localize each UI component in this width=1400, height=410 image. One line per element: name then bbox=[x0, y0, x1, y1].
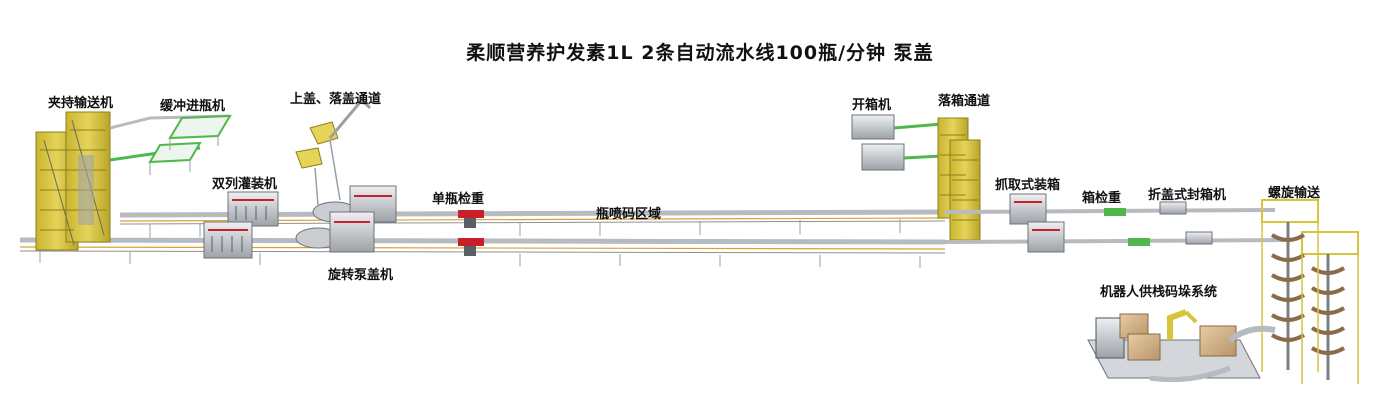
single-checkweighers bbox=[458, 210, 484, 256]
label-pick-case-packer: 抓取式装箱 bbox=[995, 178, 1061, 193]
buffer-infeed-tables bbox=[109, 114, 232, 175]
label-clamp-conveyor: 夹持输送机 bbox=[48, 96, 114, 111]
rotary-capper bbox=[295, 185, 397, 253]
label-inkjet-zone: 瓶喷码区域 bbox=[596, 207, 662, 222]
robot-palletizer bbox=[1087, 309, 1276, 383]
label-robot-palletizer: 机器人供栈码垛系统 bbox=[1100, 285, 1218, 300]
case-drop-towers bbox=[937, 117, 981, 241]
label-rotary-capper: 旋转泵盖机 bbox=[328, 268, 394, 283]
case-checkweigh-sealer bbox=[1104, 201, 1213, 246]
dual-filler-machines bbox=[203, 191, 279, 259]
spiral-conveyors bbox=[1261, 199, 1359, 384]
label-case-drop-channel: 落箱通道 bbox=[938, 94, 991, 109]
case-erectors bbox=[851, 114, 943, 171]
label-dual-filler: 双列灌装机 bbox=[212, 177, 278, 192]
label-case-checkweigher: 箱检重 bbox=[1082, 191, 1122, 206]
cap-hoppers bbox=[295, 97, 372, 206]
label-single-checkweigher: 单瓶检重 bbox=[432, 192, 485, 207]
label-buffer-infeed: 缓冲进瓶机 bbox=[160, 99, 226, 114]
label-spiral-conveyor: 螺旋输送 bbox=[1268, 186, 1321, 201]
conveyor-legs bbox=[39, 219, 921, 268]
clamp-conveyor-towers bbox=[35, 111, 111, 251]
label-flap-sealer: 折盖式封箱机 bbox=[1148, 188, 1227, 203]
label-case-erector: 开箱机 bbox=[852, 98, 892, 113]
diagram-title: 柔顺营养护发素1L 2条自动流水线100瓶/分钟 泵盖 bbox=[466, 42, 934, 64]
label-cap-channel: 上盖、落盖通道 bbox=[290, 92, 382, 107]
